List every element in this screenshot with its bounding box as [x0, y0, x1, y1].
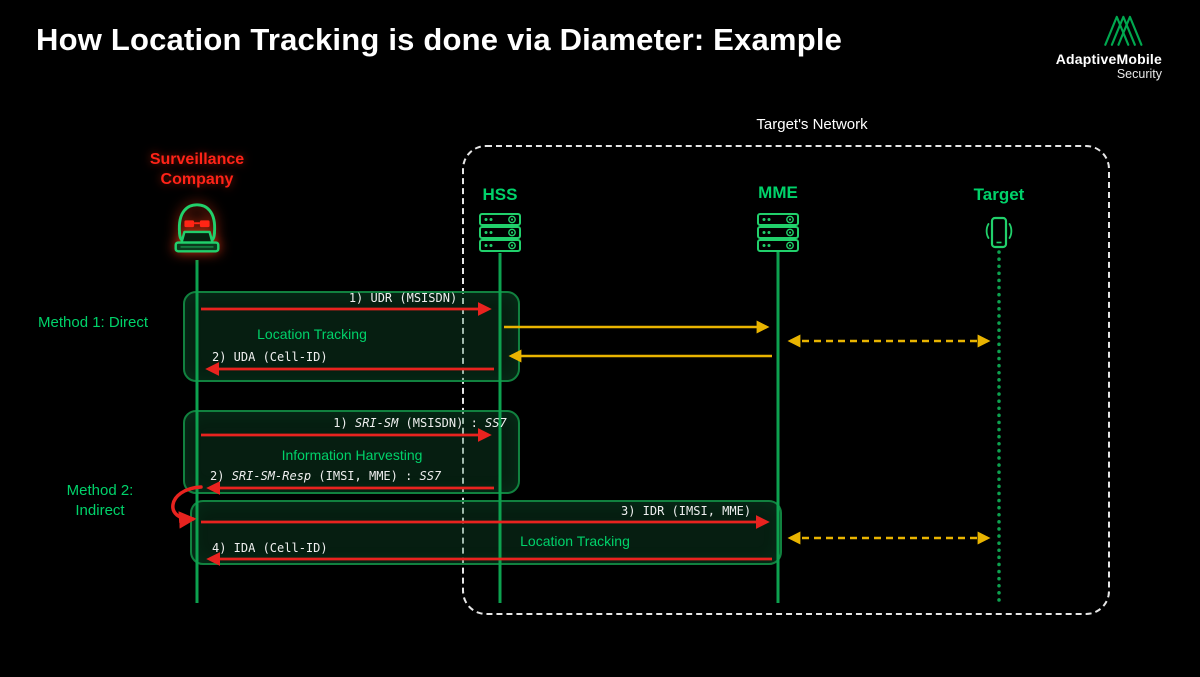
method2-track-label: Location Tracking — [520, 533, 630, 549]
server-icon-mme — [757, 213, 799, 252]
page-title: How Location Tracking is done via Diamet… — [36, 22, 843, 57]
logo-sub: Security — [1116, 67, 1162, 81]
message-ida: 4) IDA (Cell-ID) — [212, 541, 328, 555]
method1-box-label: Location Tracking — [257, 326, 367, 342]
server-icon-hss — [479, 213, 521, 252]
method2-track-box — [190, 500, 782, 565]
method2-label: Method 2: Indirect — [66, 482, 134, 520]
actor-target-label: Target — [973, 185, 1025, 204]
message-idr: 3) IDR (IMSI, MME) — [621, 504, 752, 518]
message-sri-sm: 1) SRI-SM (MSISDN) : SS7 — [333, 416, 507, 430]
method2-harvest-box — [183, 410, 520, 494]
network-label: Target's Network — [756, 116, 868, 133]
message-uda: 2) UDA (Cell-ID) — [212, 350, 328, 364]
actor-mme-label: MME — [758, 183, 798, 202]
mobile-phone-icon — [985, 216, 1013, 249]
message-sri-sm-resp: 2) SRI-SM-Resp (IMSI, MME) : SS7 — [210, 469, 442, 483]
actor-surveillance-label: Surveillance Company — [149, 151, 245, 188]
method2-harvest-label: Information Harvesting — [281, 447, 423, 463]
hacker-laptop-icon — [174, 203, 220, 253]
message-udr: 1) UDR (MSISDN) — [348, 291, 458, 305]
method1-label: Method 1: Direct — [38, 314, 149, 331]
method1-group-box — [183, 291, 520, 382]
logo: AdaptiveMobile Security — [1038, 12, 1162, 81]
actor-hss-label: HSS — [482, 185, 518, 204]
logo-name: AdaptiveMobile — [1055, 51, 1162, 67]
adaptivemobile-logo-icon — [1104, 15, 1143, 46]
